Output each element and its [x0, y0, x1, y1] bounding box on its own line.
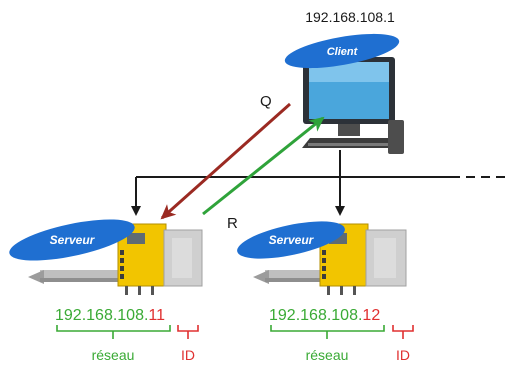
ip-host-part: 11 — [148, 307, 165, 324]
response-label: R — [227, 215, 238, 232]
request-arrow — [160, 102, 291, 220]
client-tag: Client — [284, 33, 400, 69]
network-brace — [270, 325, 385, 339]
server-tag: Serveur — [9, 219, 135, 261]
server-1: Serveur 192.168.108.11 réseau ID — [9, 219, 203, 363]
server-ip: 192.168.108.11 — [55, 307, 165, 324]
host-caption: ID — [396, 347, 410, 363]
request-label: Q — [260, 93, 272, 110]
ip-host-part: 12 — [362, 307, 380, 324]
network-caption: réseau — [92, 347, 135, 363]
client-computer-icon — [302, 57, 404, 154]
svg-text:Client: Client — [327, 46, 359, 58]
response-arrow — [202, 116, 325, 216]
network-bus — [131, 150, 511, 216]
client-ip: 192.168.108.1 — [305, 9, 395, 25]
network-brace — [56, 325, 171, 339]
svg-text:Serveur: Serveur — [269, 233, 315, 247]
host-brace — [177, 325, 199, 339]
host-brace — [392, 325, 414, 339]
server-2: Serveur 192.168.108.12 réseau ID — [237, 221, 414, 363]
svg-text:Serveur: Serveur — [50, 233, 96, 247]
network-caption: réseau — [306, 347, 349, 363]
ip-network-part: 192.168.108. — [55, 307, 148, 324]
ip-network-part: 192.168.108. — [269, 307, 362, 324]
host-caption: ID — [181, 347, 195, 363]
server-tag: Serveur — [237, 221, 345, 259]
server-ip: 192.168.108.12 — [269, 307, 380, 324]
server-machine-icon — [253, 223, 407, 295]
